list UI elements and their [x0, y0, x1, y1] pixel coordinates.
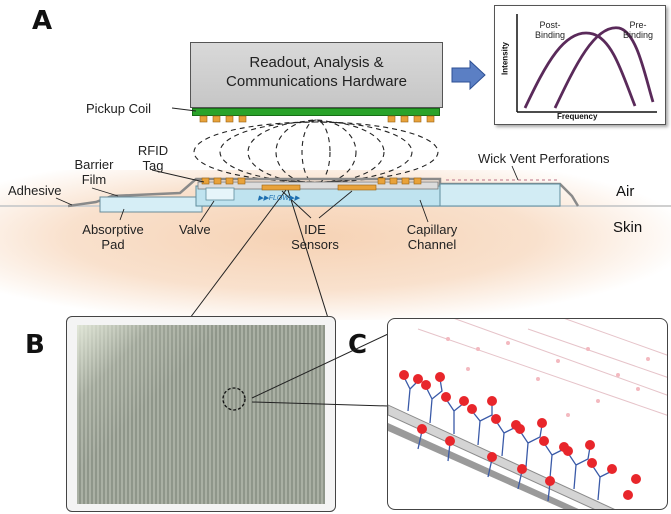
pickup-coil-bar [192, 108, 440, 116]
absorptive-pad-label: Absorptive Pad [70, 222, 156, 252]
pre-label-line-2: Binding [623, 30, 654, 40]
readout-hardware-box: Readout, Analysis & Communications Hardw… [190, 42, 443, 108]
graph-svg [516, 14, 657, 113]
ide-sensor-1 [261, 184, 301, 191]
barrier-film-label: Barrier Film [68, 157, 120, 187]
wick-region [439, 183, 561, 207]
post-label-line-2: Binding [535, 30, 566, 40]
ide-sensors-label: IDE Sensors [285, 222, 345, 252]
barrier-label-line-2: Film [81, 172, 107, 187]
panel-label-a: A [32, 6, 53, 36]
air-label: Air [616, 183, 635, 200]
rfid-tag-pads [201, 177, 422, 185]
post-label-line-1: Post- [539, 20, 561, 30]
absorptive-label-line-2: Pad [101, 237, 125, 252]
device-cross-section: ▶▶FLOW▶▶ [0, 59, 671, 319]
micrograph-highlight [77, 325, 325, 504]
hardware-line-1: Readout, Analysis & [249, 54, 384, 71]
rfid-tag-label: RFID Tag [133, 143, 173, 173]
magnetic-field-lines [193, 119, 439, 185]
panel-c-frame [387, 318, 668, 510]
barrier-label-line-1: Barrier [74, 157, 114, 172]
graph-x-label: Frequency [557, 112, 598, 121]
capillary-label-line-2: Channel [407, 237, 457, 252]
wick-vent-label: Wick Vent Perforations [478, 151, 610, 166]
absorptive-label-line-1: Absorptive [82, 222, 144, 237]
ide-label-line-1: IDE [304, 222, 326, 237]
ide-label-line-2: Sensors [291, 237, 339, 252]
molecular-illustration [388, 319, 667, 509]
graph-y-label: Intensity [500, 42, 510, 75]
valve-label: Valve [179, 222, 211, 237]
hardware-text: Readout, Analysis & Communications Hardw… [191, 53, 442, 91]
pre-binding-label: Pre- Binding [623, 20, 653, 40]
target-beads [399, 370, 641, 500]
capillary-label-line-1: Capillary [406, 222, 458, 237]
leader-lines [55, 107, 519, 223]
zoom-lines-b [189, 189, 329, 319]
absorptive-pad [99, 196, 203, 213]
adhesive-label: Adhesive [8, 183, 62, 198]
hardware-line-2: Communications Hardware [226, 73, 407, 90]
pickup-coil-label: Pickup Coil [86, 101, 152, 116]
skin-label: Skin [613, 219, 643, 236]
pre-label-line-1: Pre- [629, 20, 647, 30]
rfid-tag-layer [197, 181, 439, 190]
post-binding-label: Post- Binding [535, 20, 565, 40]
capillary-channel-label: Capillary Channel [396, 222, 468, 252]
arrow-to-graph-icon [451, 59, 486, 91]
frequency-response-graph: Intensity Frequency Post- Binding Pre- B… [494, 5, 666, 125]
zoom-circle [222, 387, 246, 411]
pickup-coil-pads [199, 115, 435, 123]
panel-label-b: B [25, 330, 45, 360]
panel-label-c: C [348, 330, 368, 360]
post-binding-curve [523, 31, 637, 109]
valve [205, 187, 235, 201]
zoom-lines-c [251, 333, 389, 407]
rfid-label-line-1: RFID [137, 143, 169, 158]
rfid-label-line-2: Tag [142, 158, 164, 173]
ide-sensor-2 [337, 184, 377, 191]
pre-binding-curve [553, 26, 655, 109]
flow-label: ▶▶FLOW▶▶ [257, 195, 300, 202]
